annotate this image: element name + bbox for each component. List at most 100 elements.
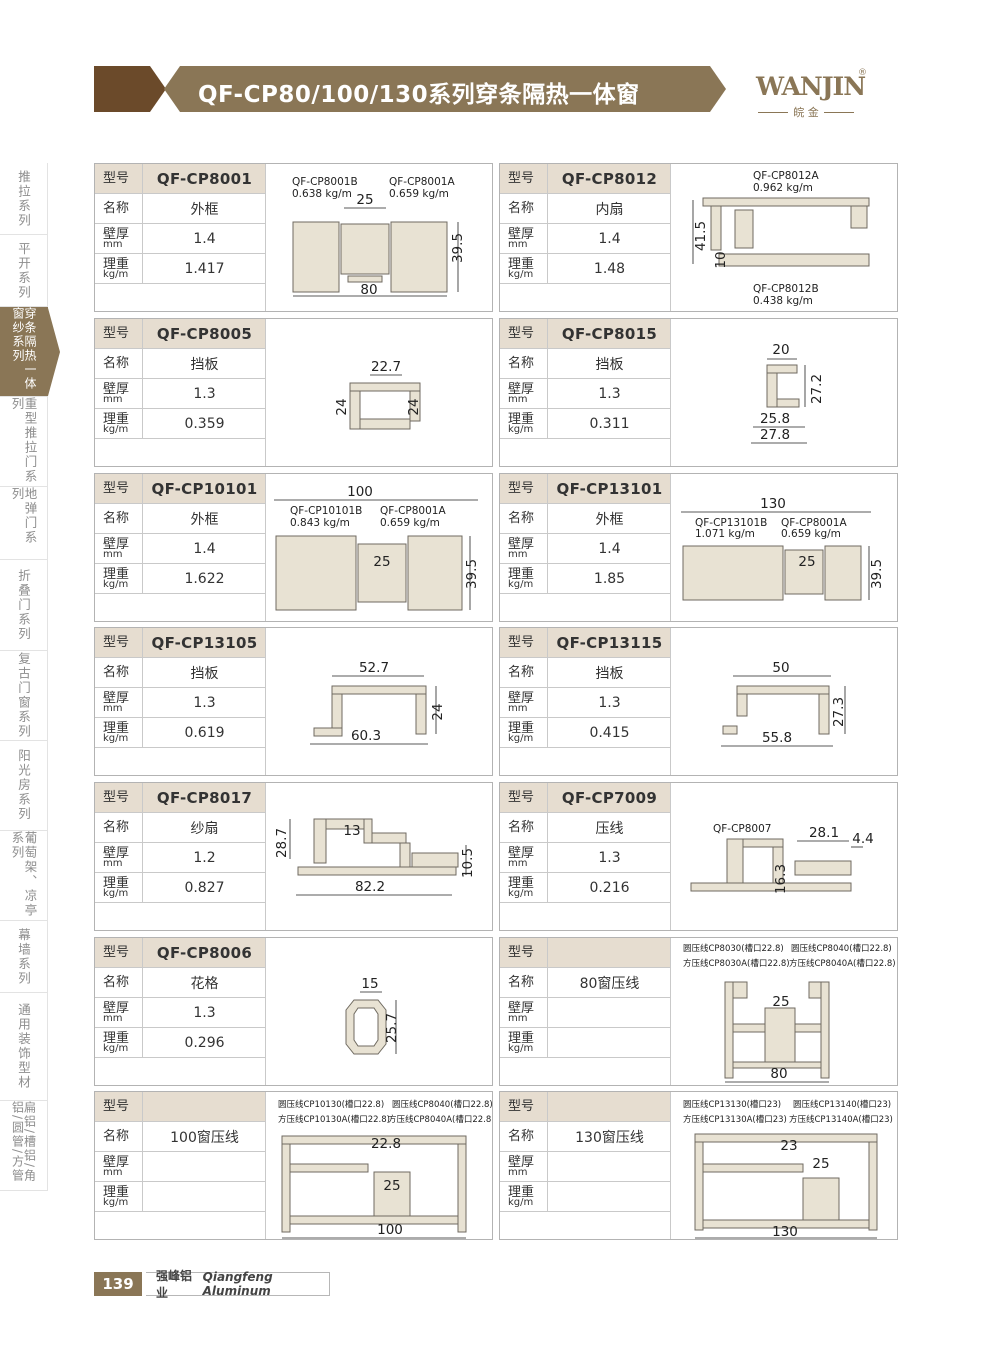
drawing-label: 圆压线CP8040(槽口22.8) xyxy=(791,943,892,954)
sidebar-item-retro[interactable]: 复古门窗系列 xyxy=(0,651,48,741)
drawing-label: 27.8 xyxy=(760,427,790,443)
model-value: QF-CP8015 xyxy=(561,324,658,343)
divider xyxy=(265,628,266,775)
page-footer: 139 强峰铝业 Qiangfeng Aluminum xyxy=(94,1269,330,1300)
sidebar-item-flat-aluminum[interactable]: 扁铝/槽铝/角铝/圆管/方管 xyxy=(0,1101,48,1191)
spec-row-model: 型号 QF-CP8015 xyxy=(500,319,671,349)
sidebar-item-folding-door[interactable]: 折叠门系列 xyxy=(0,560,48,651)
sidebar-item-pergola[interactable]: 葡萄架、凉亭系列 xyxy=(0,831,48,921)
sidebar-item-spring-door[interactable]: 地弹门系列 xyxy=(0,487,48,560)
drawing-label: 0.638 kg/m xyxy=(292,188,352,200)
page-number: 139 xyxy=(94,1272,142,1296)
category-sidebar: 推拉系列 平开系列 穿条隔热一体窗纱系列 重型推拉门系列 地弹门系列 折叠门系列… xyxy=(0,163,60,1191)
weight-value xyxy=(548,1182,671,1211)
profile-svg: 圆压线CP10130(槽口22.8)方压线CP10130A(槽口22.8)圆压线… xyxy=(278,1099,492,1239)
sidebar-item-decorative[interactable]: 通用装饰型材 xyxy=(0,993,48,1101)
drawing-label: 圆压线CP13130(槽口23) xyxy=(683,1099,781,1110)
spec-row-name: 名称 内扇 xyxy=(500,194,671,224)
weight-value: 0.415 xyxy=(589,724,630,741)
name-label: 名称 xyxy=(500,1122,548,1151)
spec-row-model: 型号 QF-CP13115 xyxy=(500,628,671,658)
drawing-label: 0.438 kg/m xyxy=(753,295,813,307)
spec-row-model: 型号 xyxy=(500,938,671,968)
weight-value: 1.622 xyxy=(184,570,225,587)
drawing-label: 方压线CP8040A(槽口22.8) xyxy=(388,1114,492,1125)
weight-value: 0.311 xyxy=(589,415,630,432)
wall-value: 1.2 xyxy=(193,849,216,866)
sidebar-item-casement[interactable]: 平开系列 xyxy=(0,235,48,307)
wall-value: 1.3 xyxy=(193,1004,216,1021)
drawing-label: 25 xyxy=(383,1178,400,1194)
drawing-label: 圆压线CP13140(槽口23) xyxy=(793,1099,891,1110)
drawing-label: 27.3 xyxy=(831,697,847,727)
spec-row-name: 名称 挡板 xyxy=(95,658,266,688)
header-background xyxy=(94,66,726,112)
name-value: 100窗压线 xyxy=(170,1129,239,1146)
sidebar-item-thermal-window[interactable]: 穿条隔热一体窗纱系列 xyxy=(0,307,60,397)
sidebar-item-sliding[interactable]: 推拉系列 xyxy=(0,163,48,235)
profile-svg: 圆压线CP8030(槽口22.8)方压线CP8030A(槽口22.8)圆压线CP… xyxy=(683,943,896,1083)
model-value: QF-CP13105 xyxy=(151,633,258,652)
drawing-label: 10.5 xyxy=(460,848,476,878)
drawing-label: 39.5 xyxy=(869,559,885,589)
name-label: 名称 xyxy=(95,968,143,997)
drawing-label: 130 xyxy=(760,496,786,512)
drawing-label: 方压线CP13140A(槽口23) xyxy=(789,1114,893,1125)
model-label: 型号 xyxy=(500,783,548,812)
name-value: 挡板 xyxy=(595,665,624,682)
model-value: QF-CP7009 xyxy=(561,788,658,807)
drawing-label: 方压线CP13130A(槽口23) xyxy=(683,1114,787,1125)
drawing-label: 4.4 xyxy=(852,831,873,847)
sidebar-item-heavy-sliding[interactable]: 重型推拉门系列 xyxy=(0,397,48,487)
name-label: 名称 xyxy=(95,504,143,533)
brand-en: Qiangfeng Aluminum xyxy=(202,1270,273,1298)
spec-row-name: 名称 挡板 xyxy=(95,349,266,379)
drawing-label: 0.659 kg/m xyxy=(781,528,841,540)
drawing-label: 55.8 xyxy=(762,730,792,746)
name-value: 130窗压线 xyxy=(575,1129,644,1146)
name-value: 外框 xyxy=(595,511,624,528)
drawing-label: QF-CP8001A xyxy=(781,517,847,529)
name-label: 名称 xyxy=(95,1122,143,1151)
divider xyxy=(670,938,671,1085)
sidebar-item-curtain-wall[interactable]: 幕墙系列 xyxy=(0,921,48,993)
drawing-label: 方压线CP8030A(槽口22.8) xyxy=(683,958,790,969)
drawing-label: 25 xyxy=(373,554,390,570)
drawing-label: 25 xyxy=(772,994,789,1010)
sidebar-item-sunroom[interactable]: 阳光房系列 xyxy=(0,741,48,831)
spec-row-name: 名称 80窗压线 xyxy=(500,968,671,998)
wall-value: 1.4 xyxy=(598,230,621,247)
drawing-label: 130 xyxy=(772,1224,798,1239)
